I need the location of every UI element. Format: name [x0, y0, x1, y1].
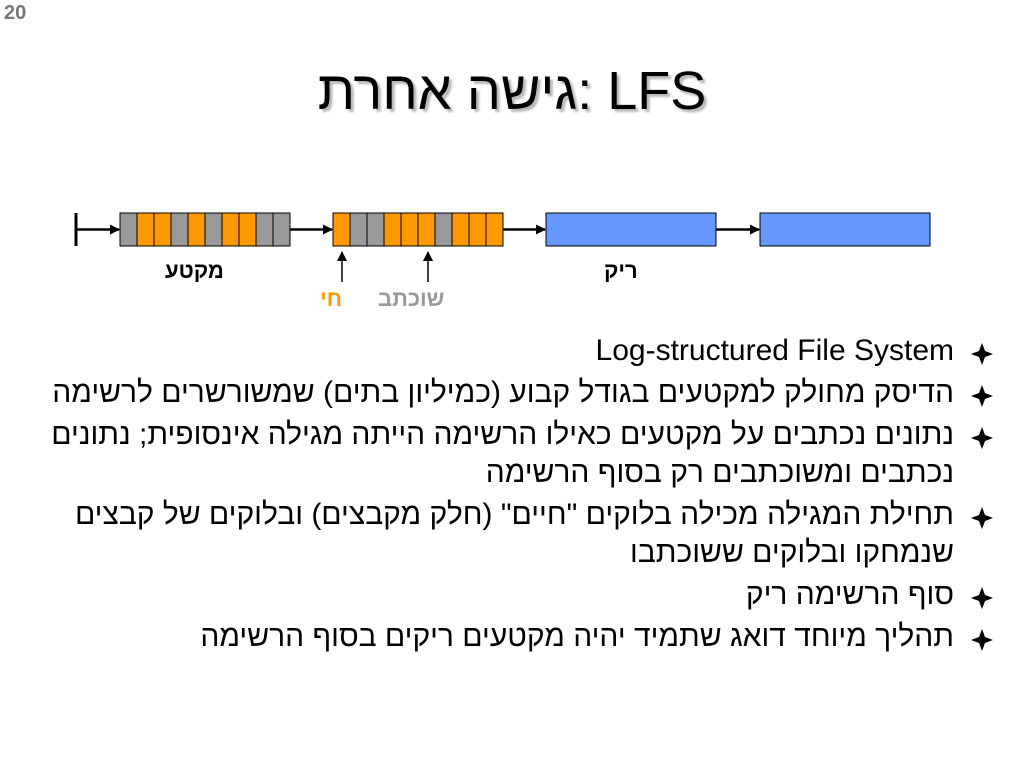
- bullet-text: נתונים נכתבים על מקטעים כאילו הרשימה היי…: [51, 418, 954, 489]
- bullet-item: תהליך מיוחד דואג שתמיד יהיה מקטעים ריקים…: [30, 618, 994, 656]
- live-block: [400, 212, 419, 247]
- live-block: [332, 212, 351, 247]
- bullet-item: Log-structured File System: [30, 332, 994, 370]
- live-block: [417, 212, 436, 247]
- live-block: [238, 212, 257, 247]
- diamond-bullet-icon: [971, 385, 993, 407]
- live-block: [485, 212, 504, 247]
- slide-number: 20: [4, 2, 27, 24]
- diamond-bullet-icon: [971, 629, 993, 651]
- live-block: [383, 212, 402, 247]
- dead-block: [119, 212, 138, 247]
- live-block: [221, 212, 240, 247]
- bullet-item: סוף הרשימה ריק: [30, 576, 994, 614]
- empty-segment: [759, 212, 931, 247]
- lfs-segment-diagram: [74, 212, 931, 282]
- dead-block: [272, 212, 291, 247]
- empty-segment: [545, 212, 717, 247]
- bullet-text: Log-structured File System: [595, 334, 954, 367]
- live-block: [187, 212, 206, 247]
- diamond-bullet-icon: [971, 427, 993, 449]
- diamond-bullet-icon: [971, 587, 993, 609]
- bullet-text: תהליך מיוחד דואג שתמיד יהיה מקטעים ריקים…: [200, 620, 954, 653]
- live-label: חי: [320, 286, 343, 311]
- segment-chain: [74, 212, 931, 282]
- empty-label: ריק: [604, 258, 638, 283]
- bullet-text: סוף הרשימה ריק: [745, 578, 954, 611]
- dead-block: [204, 212, 223, 247]
- bullet-item: נתונים נכתבים על מקטעים כאילו הרשימה היי…: [30, 416, 994, 492]
- bullet-item: תחילת המגילה מכילה בלוקים "חיים" (חלק מק…: [30, 496, 994, 572]
- diamond-bullet-icon: [971, 343, 993, 365]
- live-block: [451, 212, 470, 247]
- dead-block: [255, 212, 274, 247]
- dead-block: [349, 212, 368, 247]
- live-block: [468, 212, 487, 247]
- dead-block: [170, 212, 189, 247]
- bullet-text: הדיסק מחולק למקטעים בגודל קבוע (כמיליון …: [52, 376, 954, 409]
- dead-label: שוכתב: [378, 286, 445, 311]
- live-block: [153, 212, 172, 247]
- segment-label: מקטע: [165, 258, 224, 283]
- dead-block: [434, 212, 453, 247]
- live-block: [136, 212, 155, 247]
- diamond-bullet-icon: [971, 507, 993, 529]
- bullet-item: הדיסק מחולק למקטעים בגודל קבוע (כמיליון …: [30, 374, 994, 412]
- bullet-text: תחילת המגילה מכילה בלוקים "חיים" (חלק מק…: [74, 498, 954, 569]
- bullet-list: Log-structured File System הדיסק מחולק ל…: [30, 332, 994, 660]
- slide-title: גישה אחרת: LFS: [317, 61, 707, 121]
- dead-block: [366, 212, 385, 247]
